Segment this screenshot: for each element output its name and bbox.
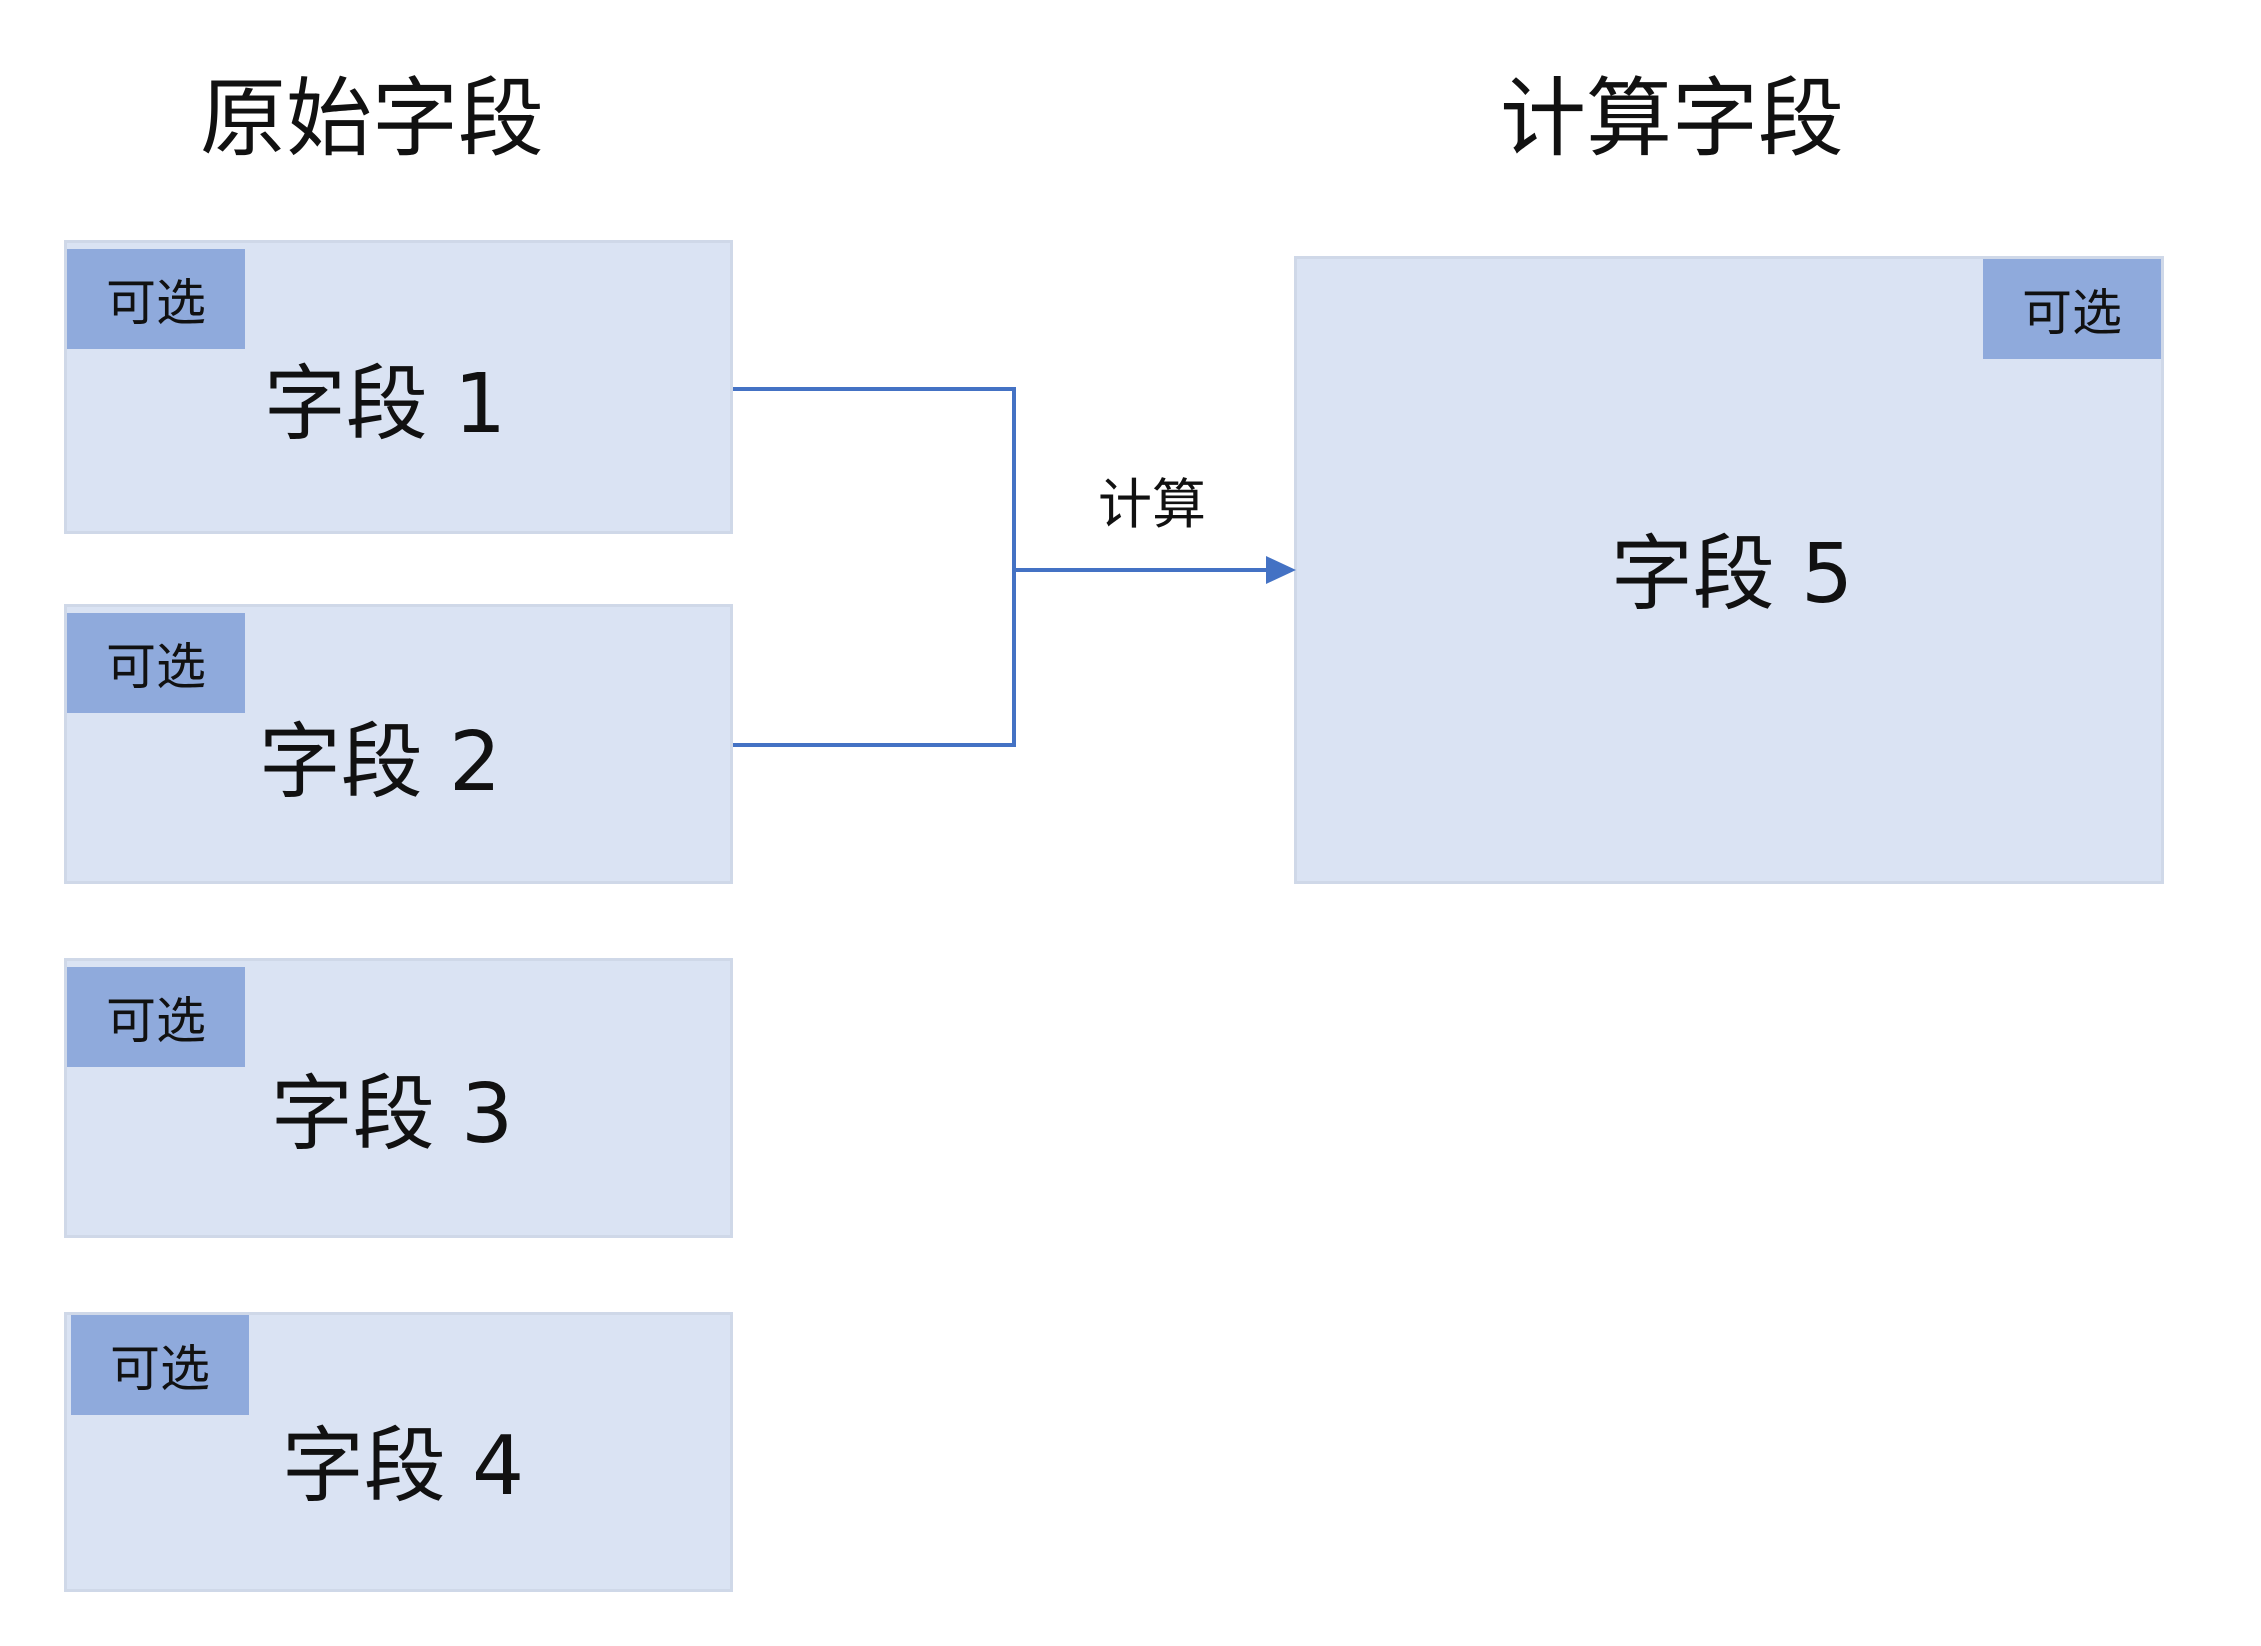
field-1-box[interactable]: 可选 字段 1 [64, 240, 733, 534]
field-4-box[interactable]: 可选 字段 4 [64, 1312, 733, 1592]
field-3-label: 字段 3 [270, 1067, 514, 1162]
field-5-label: 字段 5 [1610, 527, 1854, 622]
optional-tag: 可选 [67, 249, 245, 349]
optional-tag: 可选 [67, 967, 245, 1067]
optional-tag: 可选 [1983, 259, 2161, 359]
field-4-label: 字段 4 [281, 1419, 525, 1514]
optional-tag: 可选 [71, 1315, 249, 1415]
field-3-box[interactable]: 可选 字段 3 [64, 958, 733, 1238]
calculation-label: 计算 [1098, 473, 1206, 536]
original-fields-heading: 原始字段 [200, 69, 544, 169]
arrowhead-icon [1266, 556, 1296, 584]
computed-fields-heading: 计算字段 [1500, 69, 1844, 169]
field-2-box[interactable]: 可选 字段 2 [64, 604, 733, 884]
field-1-label: 字段 1 [263, 357, 507, 452]
connector-line-field-2 [733, 570, 1016, 747]
connector-line-field-1 [733, 387, 1016, 570]
field-2-label: 字段 2 [258, 715, 502, 810]
optional-tag: 可选 [67, 613, 245, 713]
field-5-box[interactable]: 可选 字段 5 [1294, 256, 2164, 884]
